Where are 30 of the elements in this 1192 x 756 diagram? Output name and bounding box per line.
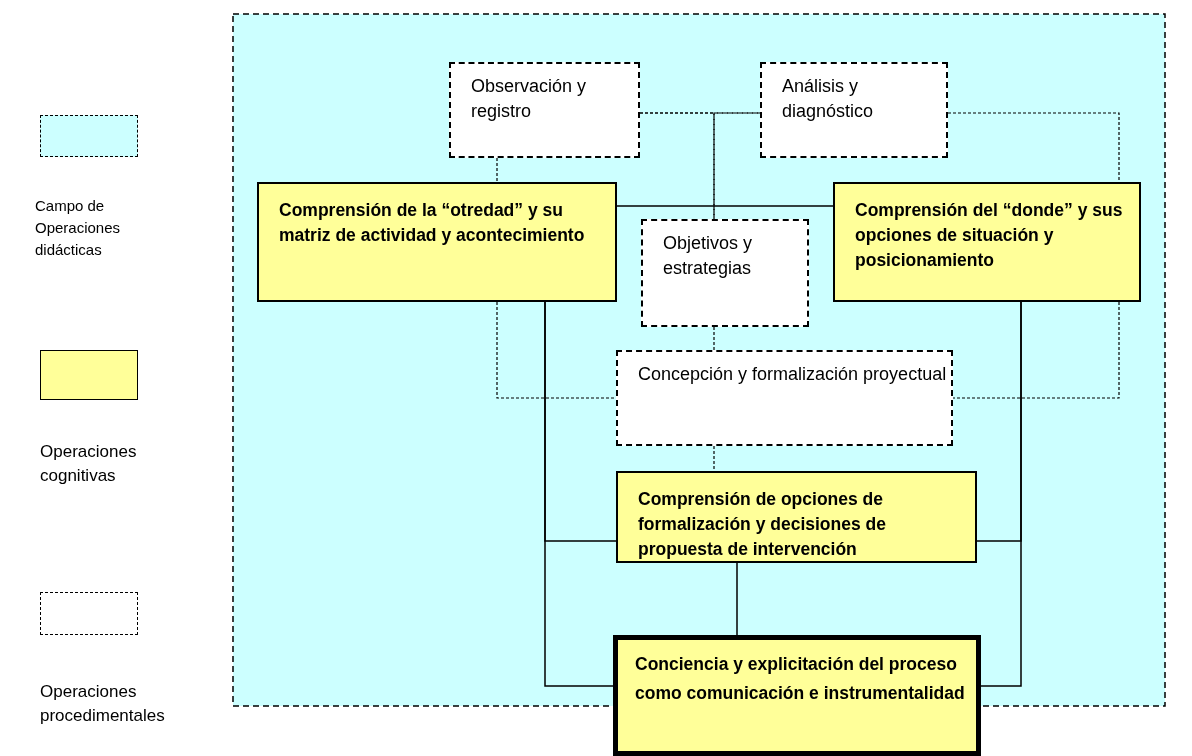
- procedural-operation-box: [616, 350, 953, 446]
- final-operation-box: [613, 635, 981, 756]
- cognitive-operation-box: [257, 182, 617, 302]
- connector-line: [713, 326, 715, 351]
- node-label: Análisis y diagnóstico: [782, 75, 875, 123]
- procedural-operation-box: [760, 62, 948, 158]
- node-label: Concepción y formalización proyectual: [638, 363, 948, 386]
- connector-line: [496, 157, 498, 183]
- procedural-operation-box: [641, 219, 809, 327]
- node-label: Comprensión de la “otredad” y su matriz de actividad y acontecimiento: [279, 199, 586, 247]
- connector-line: [736, 562, 738, 636]
- node-label: Observación y registro: [471, 75, 588, 123]
- procedural-operation-box: [449, 62, 640, 158]
- node-label: Objetivos y estrategias: [663, 232, 754, 280]
- legend-label: Operaciones cognitivas: [40, 441, 138, 487]
- legend-label: Campo de Operaciones didácticas: [35, 196, 122, 260]
- connector-line: [713, 445, 715, 472]
- cognitive-operation-box: [833, 182, 1141, 302]
- node-label: Conciencia y explicitación del proceso como comunicación e instrumentalidad: [635, 653, 966, 705]
- connector-line: [976, 301, 1022, 542]
- connector-line: [713, 112, 761, 220]
- legend-label: Operaciones procedimentales: [40, 681, 166, 727]
- connector-line: [947, 112, 1120, 183]
- connector-line: [544, 301, 617, 542]
- node-label: Comprensión de opciones de formalización y decisiones de propuesta de intervención: [638, 488, 887, 561]
- connector-line: [639, 112, 715, 220]
- connector-line: [496, 301, 617, 399]
- cognitive-operation-box: [616, 471, 977, 563]
- node-label: Comprensión del “donde” y sus opciones de situación y posicionamiento: [855, 199, 1124, 272]
- connector-line: [616, 205, 834, 207]
